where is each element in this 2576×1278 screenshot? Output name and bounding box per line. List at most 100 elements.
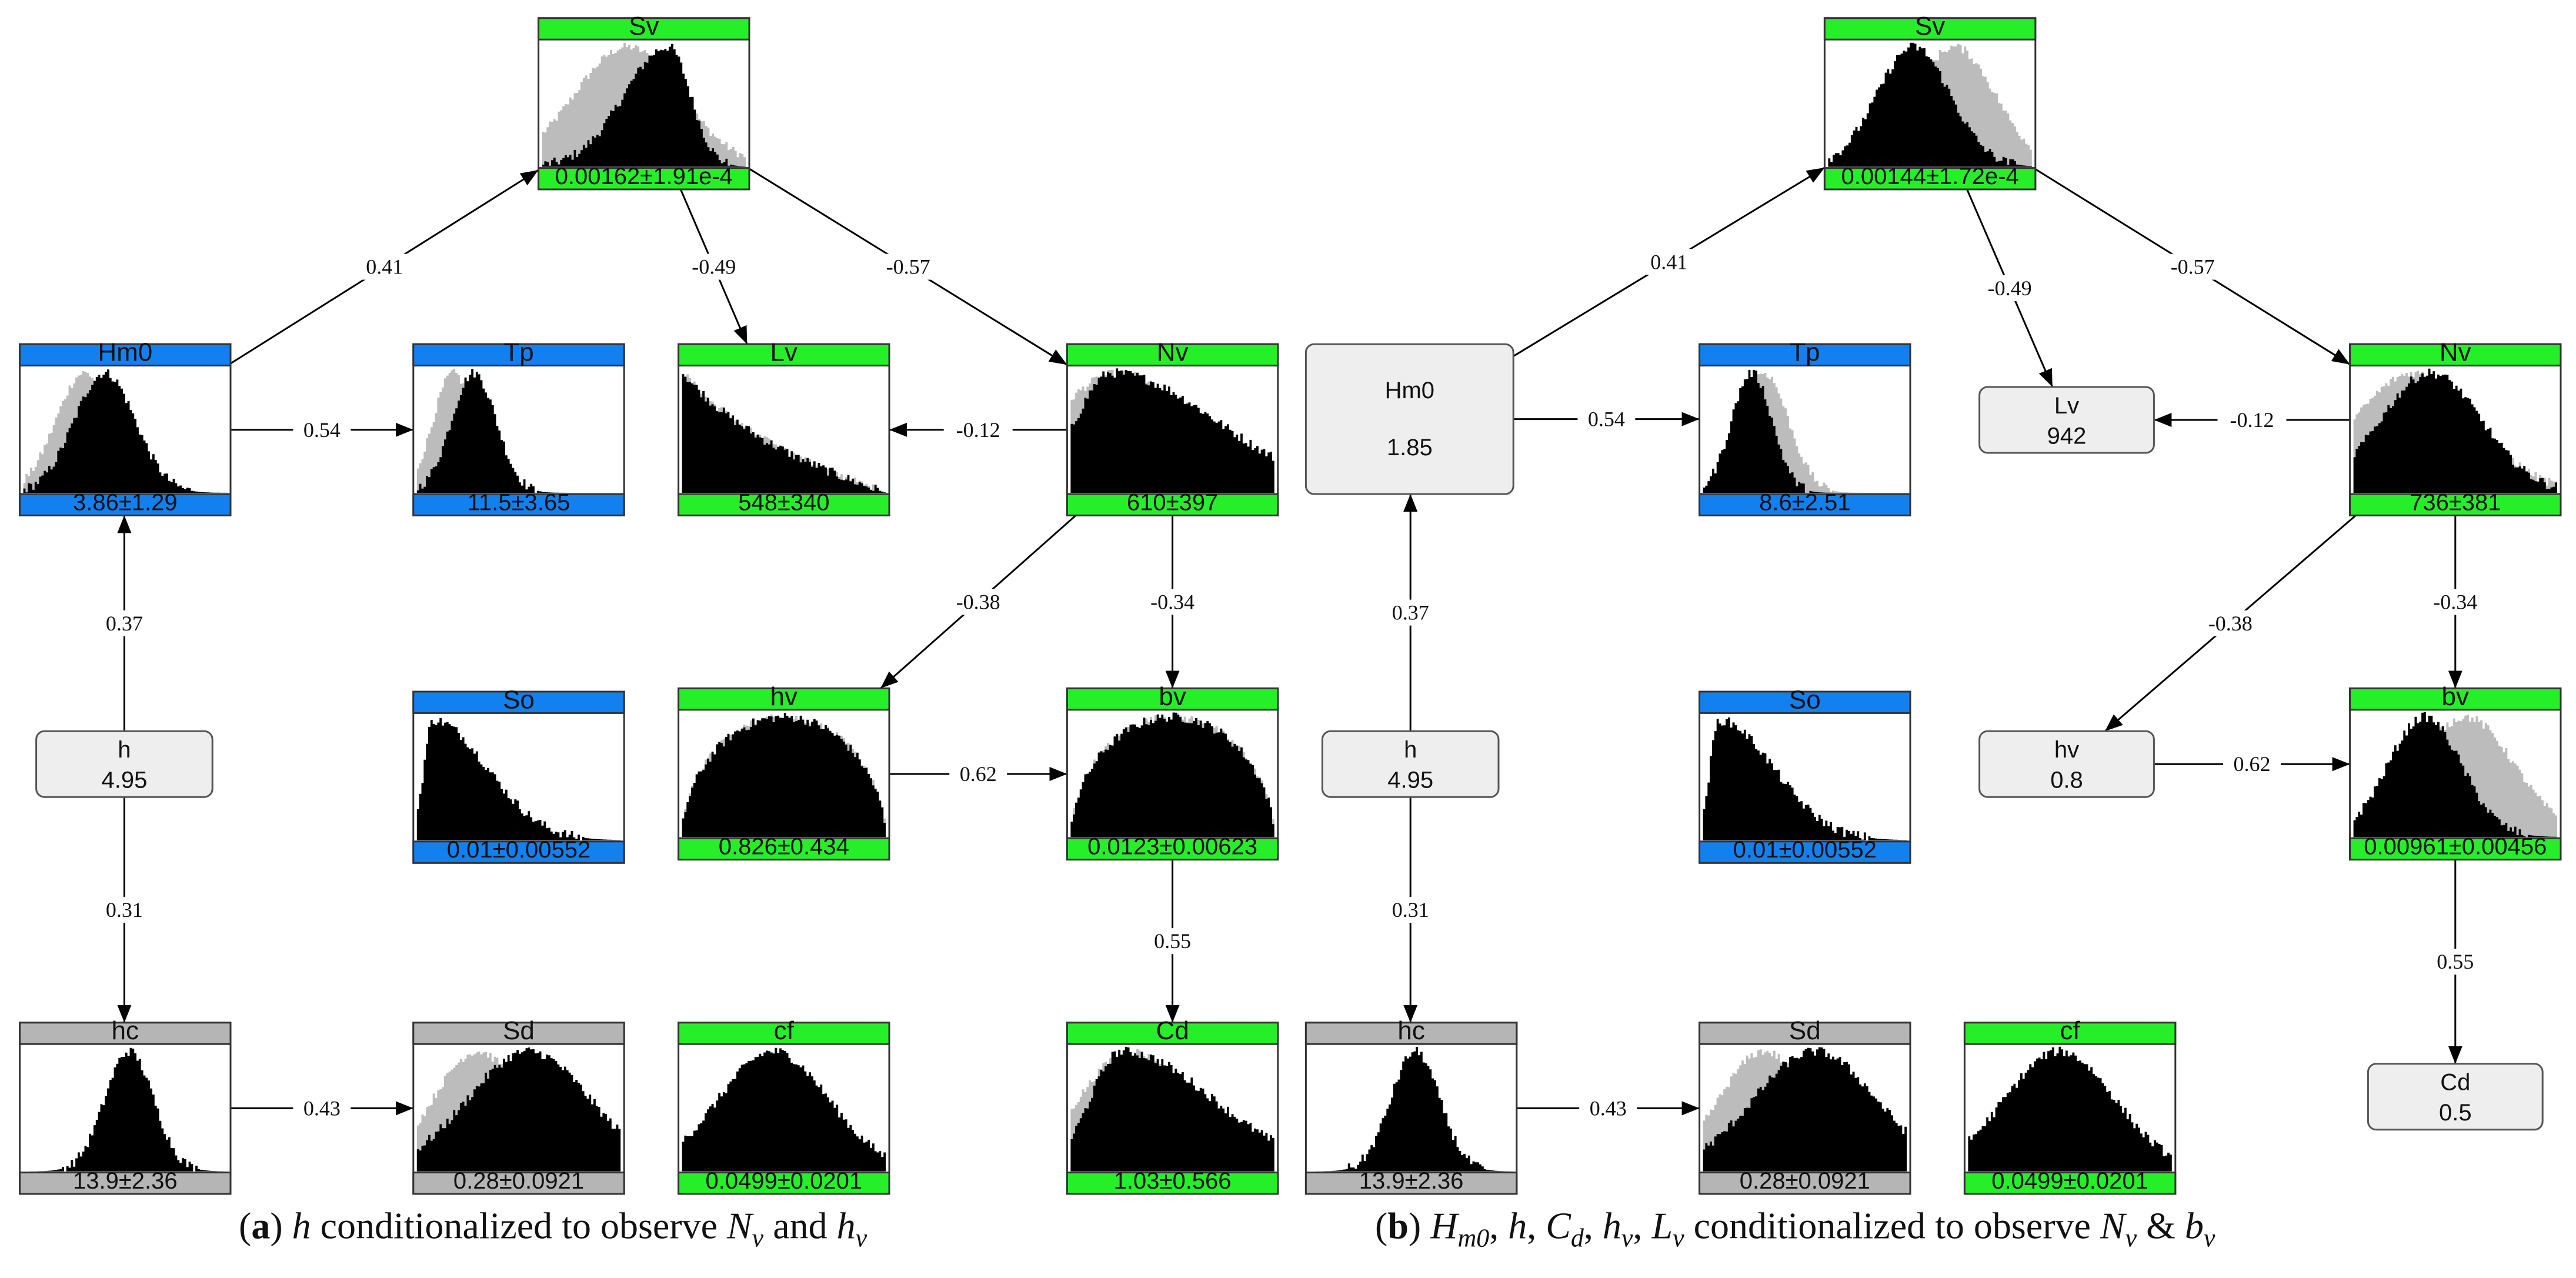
- caption-part: h: [837, 1205, 856, 1247]
- histogram-posterior: [416, 1047, 621, 1172]
- node-Sd-a[interactable]: Sd 0.28±0.0921: [412, 1016, 625, 1195]
- edge-label-bg: [293, 1095, 351, 1122]
- node-value: 0.00162±1.91e-4: [555, 163, 733, 189]
- histogram-posterior: [682, 713, 886, 837]
- node-footer: [678, 1172, 890, 1195]
- edge-Sv-Lv-b: -0.49: [1966, 189, 2054, 388]
- caption-part: conditionalized to observe: [311, 1205, 727, 1247]
- caption-part: h: [292, 1205, 311, 1247]
- node-cf-a[interactable]: cf0.0499±0.0201: [678, 1016, 890, 1195]
- node-Cd-b[interactable]: Cd0.5: [2367, 1063, 2544, 1131]
- caption-a: (a) h conditionalized to observe Nv and …: [239, 1205, 867, 1253]
- edge-label: 0.31: [1392, 898, 1429, 922]
- caption-part: v: [856, 1224, 867, 1253]
- node-Sv-b[interactable]: Sv0.00144±1.72e-4: [1823, 12, 2037, 191]
- histogram-posterior: [1703, 1047, 1907, 1172]
- node-value: 3.86±1.29: [73, 489, 178, 515]
- histogram-posterior: [682, 374, 886, 493]
- node-So-a[interactable]: So0.01±0.00552: [412, 685, 625, 864]
- node-Sv-a[interactable]: Sv 0.00162±1.91e-4: [538, 12, 750, 191]
- node-h-b[interactable]: h4.95: [1321, 730, 1500, 798]
- node-cf-b[interactable]: cf0.0499±0.0201: [1963, 1016, 2177, 1195]
- edge-label-bg: [2195, 610, 2265, 636]
- histogram: [1070, 368, 1274, 493]
- edge-label-bg: [949, 761, 1007, 787]
- edge-Sv-Nv-a: -0.57: [749, 168, 1068, 366]
- caption-part: N: [726, 1205, 754, 1247]
- histogram: [416, 1047, 621, 1172]
- node-value: 0.0123±0.00623: [1087, 834, 1257, 860]
- histogram: [682, 1047, 886, 1172]
- caption-part: ,: [1633, 1205, 1651, 1247]
- edge-h-hc-b: 0.31: [1382, 797, 1440, 1023]
- histogram: [2353, 368, 2557, 493]
- caption-part: N: [2100, 1205, 2127, 1247]
- edge-label: -0.38: [956, 590, 1000, 613]
- node-header: [1699, 343, 1911, 367]
- edge-label: -0.34: [2433, 590, 2477, 613]
- node-header: [1066, 343, 1279, 367]
- node-title: Sd: [503, 1016, 535, 1045]
- node-h-a[interactable]: h4.95: [35, 730, 213, 798]
- edge-label: 0.54: [303, 418, 341, 442]
- edge-label-bg: [2158, 253, 2227, 280]
- caption-b: (b) Hm0, h, Cd, hv, Lv conditionalized t…: [1375, 1205, 2215, 1253]
- node-footer: [1304, 1172, 1518, 1195]
- node-bv-a[interactable]: bv0.0123±0.00623: [1066, 682, 1279, 861]
- edge-label-bg: [2426, 949, 2484, 975]
- node-Tp-b[interactable]: Tp8.6±2.51: [1699, 338, 1911, 516]
- edge-label: -0.12: [2230, 408, 2274, 432]
- histogram-posterior: [1070, 368, 1274, 493]
- node-Sd-b[interactable]: Sd0.28±0.0921: [1699, 1016, 1911, 1195]
- node-value: 0.8: [2050, 768, 2083, 793]
- node-header: [412, 343, 625, 367]
- node-title: Nv: [2440, 338, 2471, 367]
- node-title: Sv: [1915, 12, 1945, 41]
- node-Cd-a[interactable]: Cd1.03±0.566: [1066, 1016, 1279, 1195]
- node-footer: [1699, 840, 1911, 864]
- node-title: hc: [1397, 1016, 1424, 1045]
- node-value: 0.28±0.0921: [453, 1168, 584, 1194]
- edge-label: 0.41: [366, 255, 403, 279]
- histogram-posterior: [1828, 42, 2032, 167]
- node-header: [1066, 1022, 1279, 1045]
- node-header: [1699, 690, 1911, 714]
- node-title: Tp: [1790, 338, 1820, 367]
- node-title: cf: [2060, 1016, 2080, 1045]
- edge-Sv-Lv-a: -0.49: [679, 189, 749, 345]
- node-footer: [1823, 167, 2037, 191]
- edge-h-Hm0-b: 0.37: [1382, 494, 1440, 732]
- node-header: [19, 1022, 232, 1045]
- node-title: Sv: [629, 12, 659, 41]
- edge-label-bg: [1138, 589, 1207, 615]
- node-hv-b[interactable]: hv 0.8: [1978, 730, 2155, 798]
- node-hv-a[interactable]: hv0.826±0.434: [678, 682, 890, 861]
- node-footer: [19, 493, 232, 516]
- node-title: Tp: [503, 338, 533, 367]
- caption-part: v: [1673, 1224, 1684, 1253]
- node-title: Cd: [2440, 1070, 2470, 1096]
- node-header: [678, 1022, 890, 1045]
- edge-label: -0.57: [886, 255, 930, 279]
- node-box: [1321, 730, 1500, 798]
- node-So-b[interactable]: So0.01±0.00552: [1699, 685, 1911, 864]
- node-footer: [412, 1172, 625, 1195]
- histogram: [682, 374, 886, 493]
- histogram-posterior: [1968, 1046, 2172, 1172]
- node-box: [1304, 343, 1514, 495]
- caption-part: C: [1546, 1205, 1571, 1247]
- node-title: Nv: [1157, 338, 1189, 367]
- node-title: So: [1789, 685, 1821, 714]
- node-title: hv: [2054, 737, 2079, 763]
- node-bv-b[interactable]: bv0.00961±0.00456: [2349, 682, 2562, 861]
- histogram: [1703, 1047, 1907, 1172]
